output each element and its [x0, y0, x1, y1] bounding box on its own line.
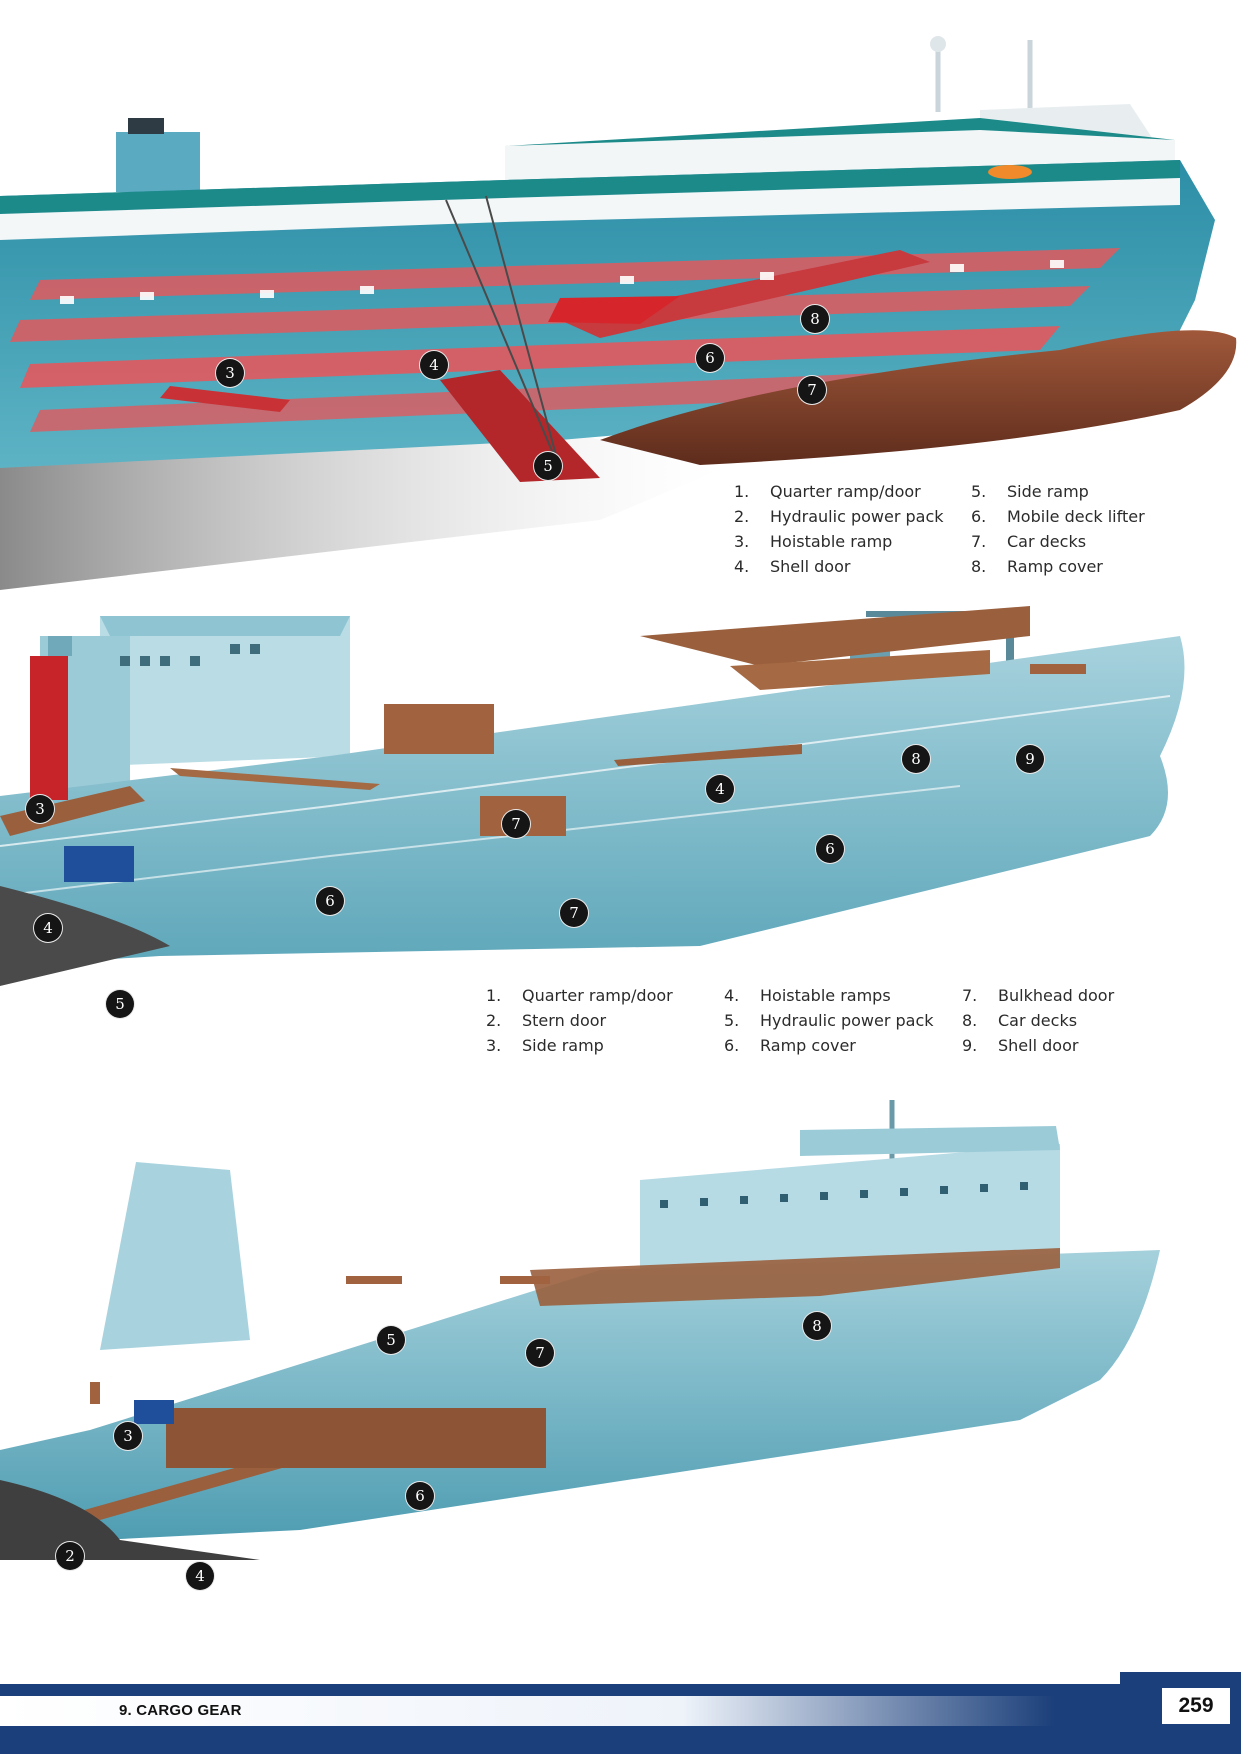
- stern-door: [90, 1382, 100, 1404]
- callout-8: 8: [803, 1312, 831, 1340]
- legend-item: 1.Quarter ramp/door: [734, 482, 921, 501]
- callout-6: 6: [316, 887, 344, 915]
- callout-6: 6: [696, 344, 724, 372]
- legend-item: 9.Shell door: [962, 1036, 1079, 1055]
- car-deck: [530, 1248, 1060, 1306]
- callout-7: 7: [798, 376, 826, 404]
- callout-7: 7: [560, 899, 588, 927]
- upper-deck: [0, 160, 1180, 214]
- legend-item: 4.Hoistable ramps: [724, 986, 891, 1005]
- legend-item: 3.Side ramp: [486, 1036, 604, 1055]
- callout-3: 3: [114, 1422, 142, 1450]
- ramp-cover: [166, 1408, 546, 1468]
- callout-8: 8: [902, 745, 930, 773]
- funnel: [100, 1162, 250, 1350]
- callout-9: 9: [1016, 745, 1044, 773]
- callout-7: 7: [502, 810, 530, 838]
- callout-5: 5: [534, 452, 562, 480]
- roro-vessel-illustration: [0, 606, 1185, 986]
- bulkhead-door: [500, 1276, 550, 1284]
- footer-banner: [0, 1672, 1241, 1754]
- quay: [0, 1480, 260, 1560]
- figure-ferry: 2 3 4 5 6 7 8: [0, 1100, 1241, 1660]
- car-deck: [730, 650, 990, 690]
- callout-6: 6: [816, 835, 844, 863]
- callout-7: 7: [526, 1339, 554, 1367]
- ramp-cover: [614, 744, 802, 766]
- callout-4: 4: [186, 1562, 214, 1590]
- legend-item: 2.Hydraulic power pack: [734, 507, 944, 526]
- page-number: 259: [1160, 1686, 1232, 1726]
- legend-item: 5.Side ramp: [971, 482, 1089, 501]
- quay: [0, 886, 170, 986]
- callout-6: 6: [406, 1482, 434, 1510]
- side-ramp: [30, 656, 68, 800]
- legend-item: 5.Hydraulic power pack: [724, 1011, 934, 1030]
- ferry-illustration: [0, 1100, 1160, 1560]
- callout-5: 5: [377, 1326, 405, 1354]
- legend-item: 7.Bulkhead door: [962, 986, 1115, 1005]
- page-footer: 9. CARGO GEAR 259: [0, 1672, 1241, 1754]
- legend-item: 6.Ramp cover: [724, 1036, 856, 1055]
- hull: [0, 636, 1185, 966]
- callout-4: 4: [420, 351, 448, 379]
- ramp-cover: [170, 768, 380, 790]
- shell-door: [1030, 664, 1086, 674]
- callout-4: 4: [34, 914, 62, 942]
- legend-item: 4.Shell door: [734, 557, 851, 576]
- legend-item: 1.Quarter ramp/door: [486, 986, 673, 1005]
- hoistable-ramp: [0, 786, 145, 836]
- car-carrier-illustration: [0, 36, 1237, 590]
- hydraulic-power-pack: [346, 1276, 402, 1284]
- hoistable-ramps: [134, 1400, 174, 1424]
- legend-item: 8.Car decks: [962, 1011, 1078, 1030]
- car-deck: [640, 606, 1030, 666]
- callout-3: 3: [216, 359, 244, 387]
- callout-5: 5: [106, 990, 134, 1018]
- callout-2: 2: [56, 1542, 84, 1570]
- car-deck: [20, 326, 1060, 388]
- car-deck: [10, 286, 1090, 342]
- bulkhead-door: [384, 704, 494, 754]
- side-ramp: [440, 370, 600, 482]
- legend-item: 7.Car decks: [971, 532, 1087, 551]
- figure-roro-vessel: 3 4 4 5 6 6 7 7 8 9 1.Quarter ramp/door …: [0, 596, 1241, 1096]
- figure-car-carrier: 3 4 5 6 7 8 1.Quarter ramp/door 2.Hydrau…: [0, 0, 1241, 590]
- legend-item: 3.Hoistable ramp: [734, 532, 893, 551]
- bulbous-bow: [600, 330, 1237, 465]
- legend-item: 8.Ramp cover: [971, 557, 1103, 576]
- callout-3: 3: [26, 795, 54, 823]
- chapter-title: 9. CARGO GEAR: [119, 1702, 242, 1719]
- legend-item: 6.Mobile deck lifter: [971, 507, 1145, 526]
- funnel: [116, 132, 200, 192]
- superstructure: [100, 616, 350, 766]
- superstructure: [640, 1144, 1060, 1280]
- internal-ramp: [560, 250, 930, 338]
- callout-8: 8: [801, 305, 829, 333]
- legend-item: 2.Stern door: [486, 1011, 607, 1030]
- ramp-cover: [548, 296, 680, 324]
- hoistable-ramp: [160, 386, 290, 412]
- callout-4: 4: [706, 775, 734, 803]
- hydraulic-power-pack: [64, 846, 134, 882]
